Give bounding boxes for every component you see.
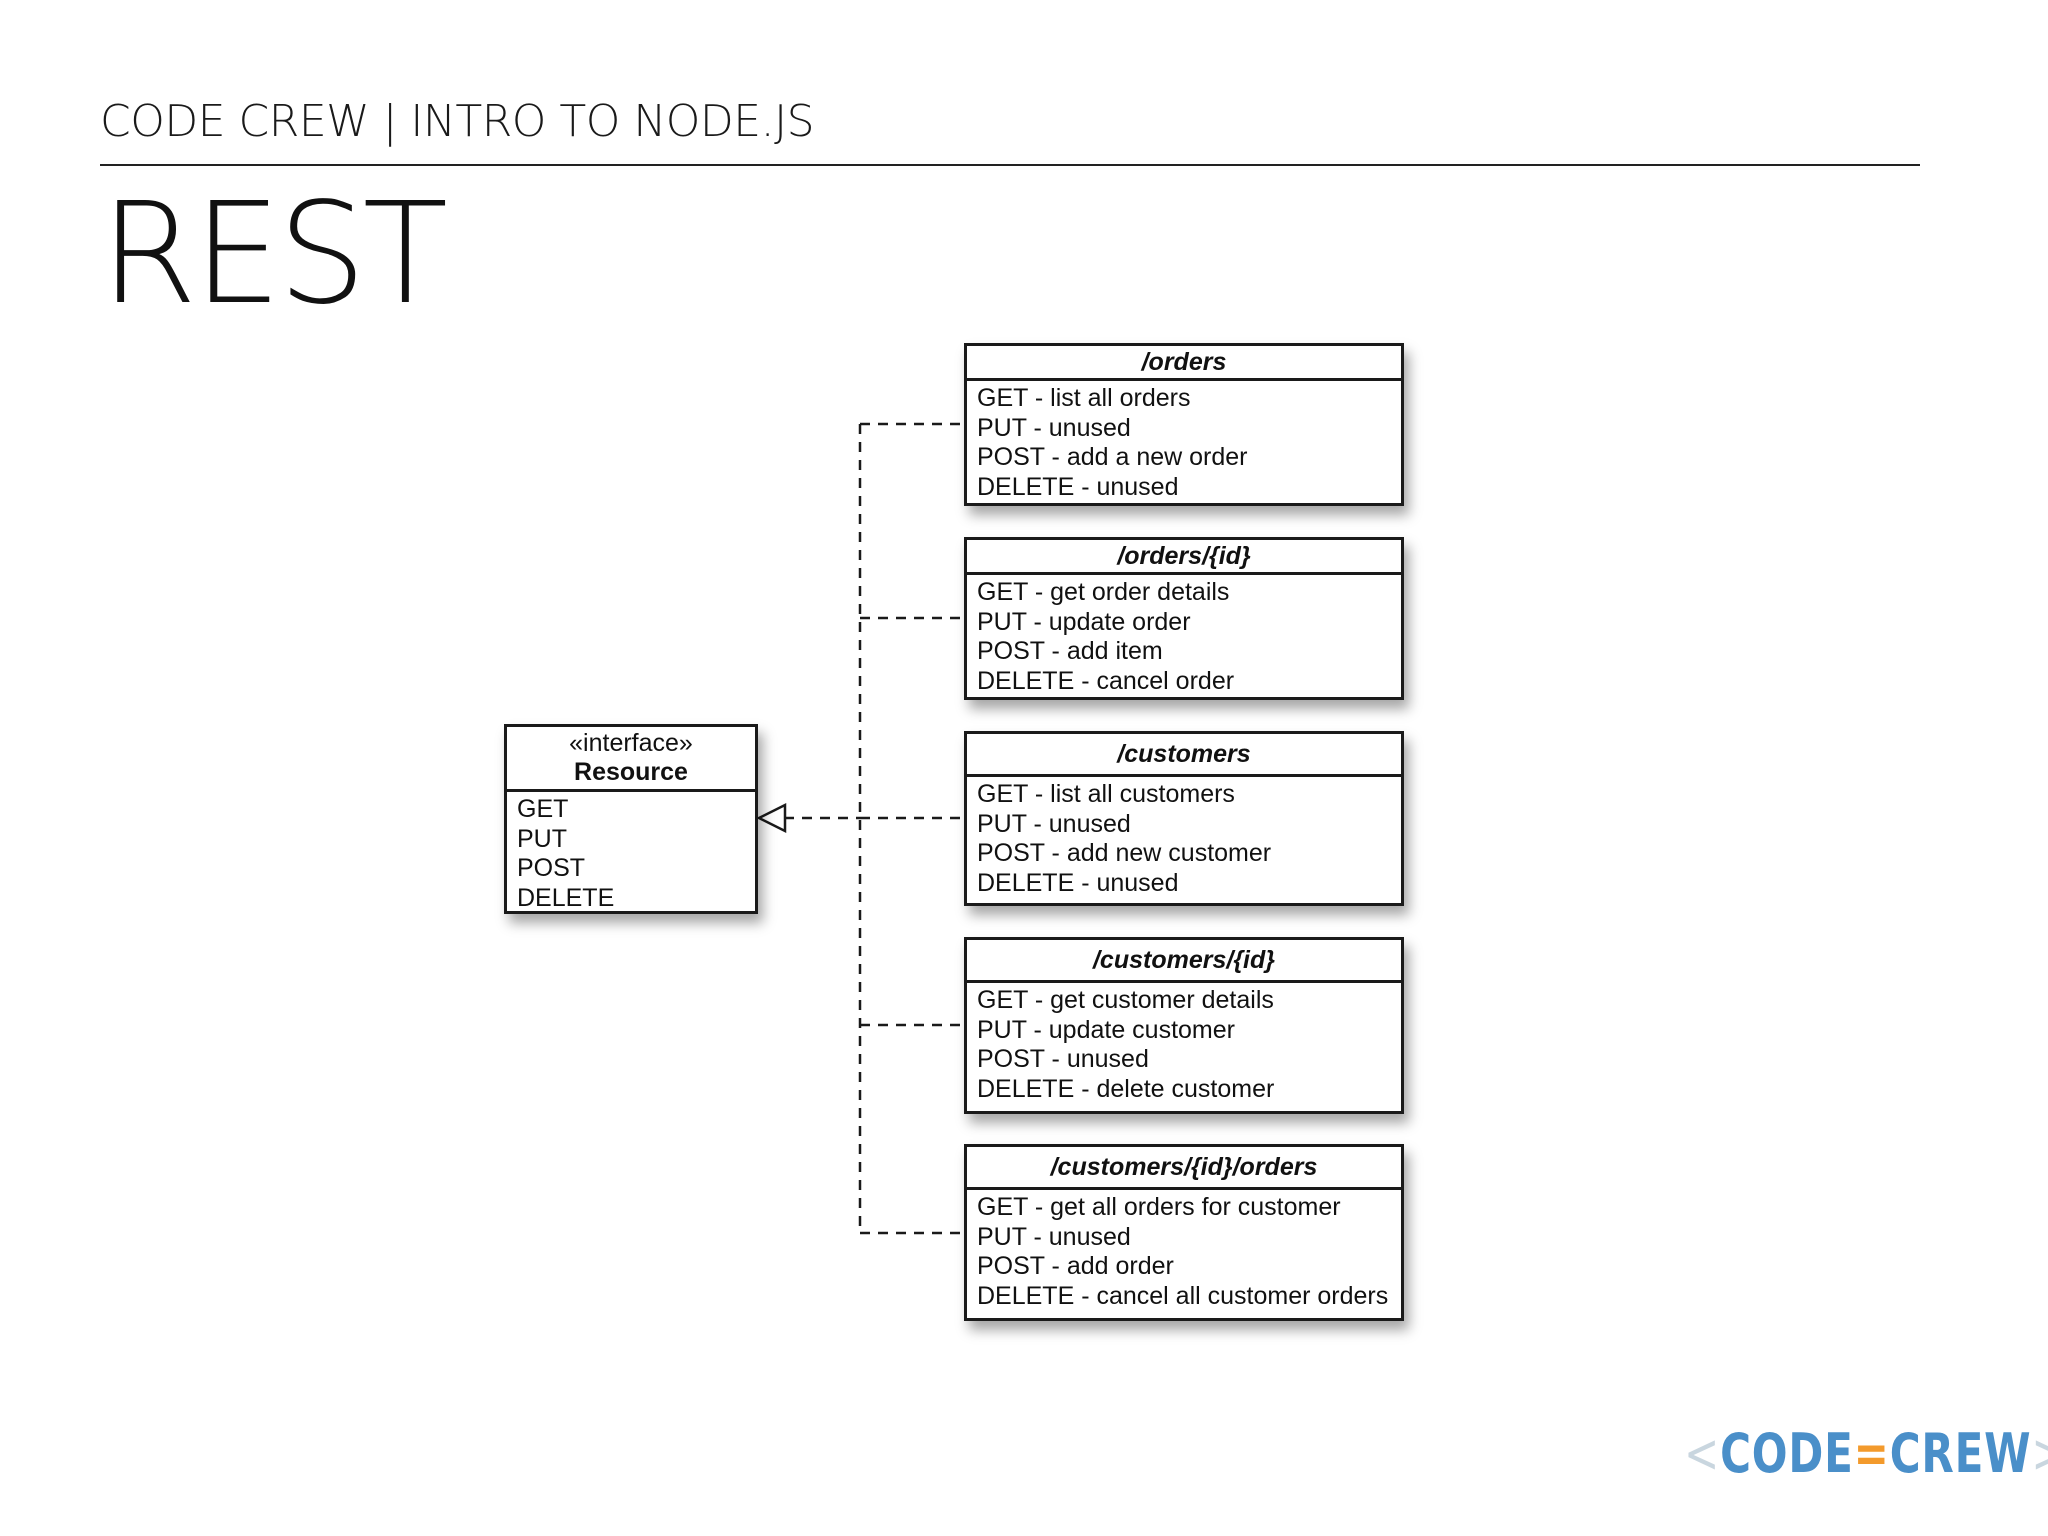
interface-stereotype: «interface» [569, 729, 693, 757]
method-row: POST [517, 854, 586, 882]
resource-methods: GET - get all orders for customer PUT - … [967, 1190, 1401, 1311]
resource-name: /customers [967, 734, 1401, 777]
method-row: PUT - update order [977, 607, 1191, 636]
method-row: POST - add item [977, 637, 1163, 665]
interface-name: Resource [574, 758, 688, 786]
resource-name: /orders/{id} [967, 540, 1401, 575]
resource-orders-box: /orders GET - list all orders PUT - unus… [964, 343, 1404, 506]
interface-methods: GET PUT POST DELETE [507, 792, 755, 913]
code-crew-logo: <CODE=CREW> [1684, 1422, 2048, 1485]
slide-title: REST [100, 173, 448, 336]
logo-code-text: CODE [1720, 1422, 1854, 1485]
resource-name: /orders [967, 346, 1401, 381]
resource-orders-id-box: /orders/{id} GET - get order details PUT… [964, 537, 1404, 700]
method-row: PUT - unused [977, 413, 1131, 442]
method-row: GET - get customer details [977, 986, 1274, 1014]
resource-customers-box: /customers GET - list all customers PUT … [964, 731, 1404, 906]
method-row: PUT - unused [977, 809, 1131, 838]
method-row: DELETE - delete customer [977, 1074, 1275, 1103]
method-row: PUT - update customer [977, 1015, 1235, 1044]
method-row: GET [517, 795, 569, 823]
header-divider [100, 164, 1920, 166]
logo-close-bracket: > [2031, 1422, 2048, 1485]
resource-name: /customers/{id}/orders [967, 1147, 1401, 1190]
method-row: POST - unused [977, 1045, 1149, 1073]
method-row: DELETE - unused [977, 868, 1179, 897]
resource-methods: GET - list all orders PUT - unused POST … [967, 381, 1401, 502]
resource-customer-orders-box: /customers/{id}/orders GET - get all ord… [964, 1144, 1404, 1321]
course-header: CODE CREW | INTRO TO NODE.JS [100, 96, 815, 147]
method-row: POST - add new customer [977, 839, 1272, 867]
method-row: DELETE - cancel all customer orders [977, 1281, 1389, 1310]
method-row: PUT - unused [977, 1222, 1131, 1251]
resource-customers-id-box: /customers/{id} GET - get customer detai… [964, 937, 1404, 1114]
method-row: GET - get all orders for customer [977, 1193, 1341, 1221]
resource-methods: GET - get customer details PUT - update … [967, 983, 1401, 1104]
method-row: GET - list all orders [977, 384, 1191, 412]
method-row: GET - list all customers [977, 780, 1235, 808]
resource-methods: GET - get order details PUT - update ord… [967, 575, 1401, 696]
method-row: DELETE - unused [977, 472, 1179, 501]
interface-resource-box: «interface» Resource GET PUT POST DELETE [504, 724, 758, 914]
method-row: GET - get order details [977, 578, 1230, 606]
logo-open-bracket: < [1684, 1422, 1721, 1485]
method-row: DELETE [517, 883, 615, 912]
interface-header: «interface» Resource [507, 727, 755, 792]
method-row: POST - add a new order [977, 443, 1248, 471]
method-row: POST - add order [977, 1252, 1174, 1280]
resource-methods: GET - list all customers PUT - unused PO… [967, 777, 1401, 898]
logo-crew-text: CREW [1889, 1422, 2032, 1485]
realization-arrowhead [756, 802, 787, 834]
logo-equals-sign: = [1853, 1422, 1890, 1485]
method-row: PUT [517, 824, 567, 853]
method-row: DELETE - cancel order [977, 666, 1235, 695]
resource-name: /customers/{id} [967, 940, 1401, 983]
